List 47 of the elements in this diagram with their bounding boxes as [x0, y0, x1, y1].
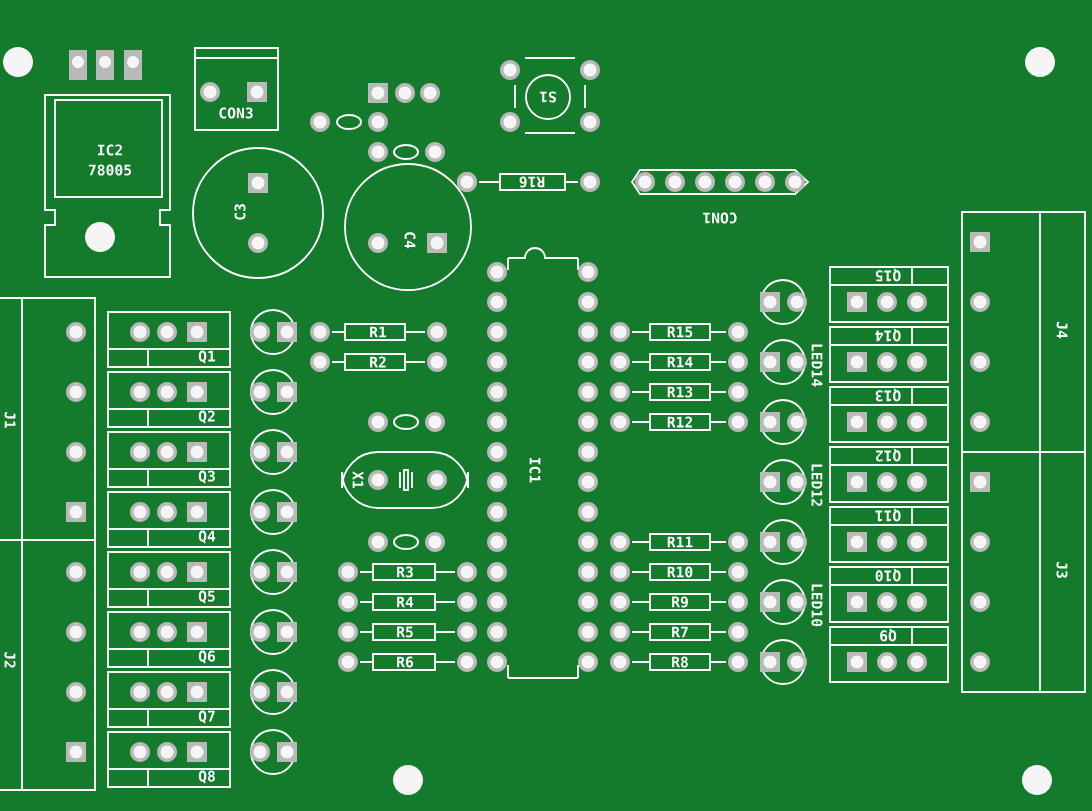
silkscreen-label: LED12: [811, 464, 823, 506]
silkscreen-label: Q6: [198, 650, 216, 664]
silkscreen-label: Q8: [198, 770, 215, 784]
silkscreen-label: R6: [397, 656, 414, 668]
silkscreen-label: X1: [352, 471, 364, 489]
silkscreen-label: R15: [667, 326, 693, 338]
silkscreen-label: Q13: [875, 388, 901, 402]
silkscreen-label: LED10: [811, 584, 823, 627]
silkscreen-label: IC2: [98, 144, 123, 156]
silkscreen-label: R8: [672, 656, 688, 668]
silkscreen-label: J3: [1056, 561, 1068, 578]
silkscreen-label: R13: [667, 386, 693, 398]
silkscreen-label: Q9: [880, 628, 897, 642]
silkscreen-label: R11: [667, 536, 693, 548]
silkscreen-label: Q11: [875, 508, 901, 522]
silkscreen-label: R3: [397, 566, 413, 578]
silkscreen-label: Q14: [875, 328, 901, 342]
silkscreen-label: Q7: [198, 710, 215, 724]
silkscreen-label: J2: [4, 651, 16, 668]
silkscreen-label: R2: [370, 356, 386, 368]
silkscreen-label: Q3: [198, 470, 215, 484]
silkscreen-label: R10: [667, 566, 693, 578]
silkscreen-label: J4: [1056, 321, 1068, 339]
silkscreen-label: S1: [539, 91, 556, 103]
silkscreen-label: R14: [667, 356, 693, 368]
silkscreen-label: LED14: [811, 344, 823, 387]
silkscreen-label: Q10: [875, 568, 901, 582]
silkscreen-label: R9: [672, 596, 688, 608]
silkscreen-label: C3: [234, 204, 246, 220]
silkscreen-label: Q5: [198, 590, 215, 604]
silkscreen-label: IC1: [529, 458, 541, 483]
silkscreen-label: CON3: [219, 107, 253, 119]
silkscreen-label: R16: [519, 176, 545, 188]
silkscreen-label: Q2: [198, 410, 215, 424]
silkscreen-label: R7: [672, 626, 688, 638]
silkscreen-label: R1: [370, 326, 387, 338]
silkscreen-label: Q15: [875, 268, 901, 282]
silkscreen-label: 78005: [88, 164, 132, 176]
silkscreen-label: Q1: [198, 350, 216, 364]
silkscreen-label: Q12: [876, 448, 901, 462]
silkscreen-label: Q4: [198, 530, 216, 544]
silkscreen-label: C4: [404, 232, 416, 249]
silkscreen-label: J1: [4, 411, 16, 429]
silkscreen-label: R4: [397, 596, 414, 608]
silkscreen-label: R5: [397, 626, 413, 638]
silkscreen-label: R12: [667, 416, 693, 428]
silkscreen-label: CON1: [703, 212, 737, 224]
